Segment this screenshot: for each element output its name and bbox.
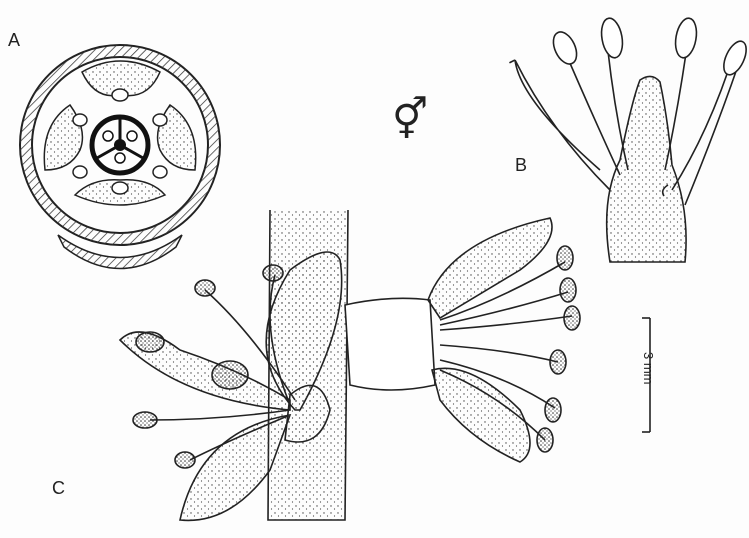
floral-diagram	[20, 45, 220, 269]
panel-label-a: A	[8, 30, 20, 51]
scale-bar-label: 3 mm	[641, 352, 656, 385]
hermaphrodite-symbol-icon: ⚥	[392, 100, 428, 140]
panel-label-c: C	[52, 478, 65, 499]
panel-label-b: B	[515, 155, 527, 176]
inflorescence	[120, 210, 580, 520]
